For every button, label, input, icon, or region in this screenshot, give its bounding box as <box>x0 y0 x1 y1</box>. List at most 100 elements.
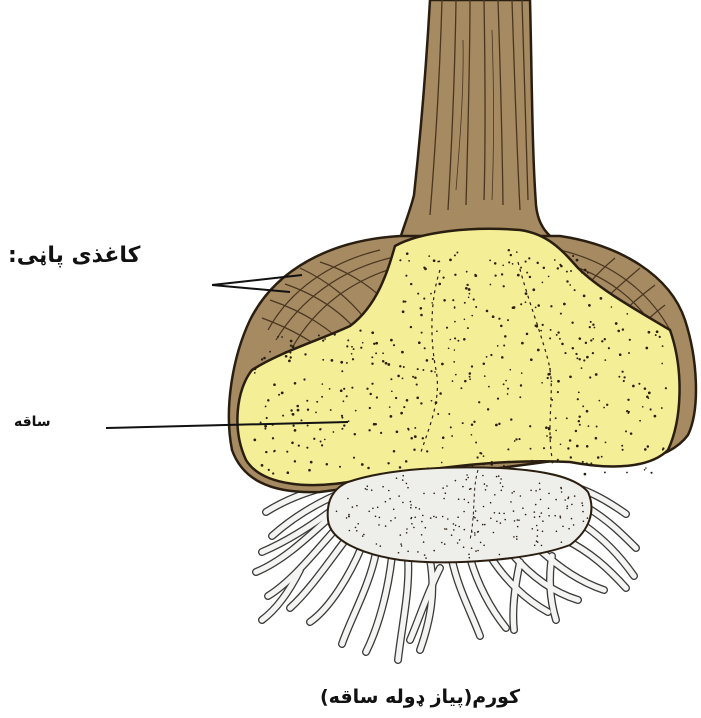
stem-dot <box>617 330 620 333</box>
base-dot <box>494 494 496 496</box>
base-dot <box>469 488 471 490</box>
stem-dot <box>454 307 456 309</box>
base-dot <box>554 515 556 517</box>
stem-dot <box>297 409 300 412</box>
base-dot <box>348 516 350 518</box>
base-dot <box>504 519 506 521</box>
stem-dot <box>341 428 343 430</box>
stem-dot <box>351 346 353 348</box>
stem-dot <box>403 406 405 408</box>
stem-dot <box>343 424 345 426</box>
stem-dot <box>502 264 504 266</box>
stem-dot <box>596 426 598 428</box>
base-dot <box>388 490 390 492</box>
stem-dot <box>662 447 664 449</box>
base-dot <box>455 480 457 482</box>
stem-dot <box>503 344 505 346</box>
stem-dot <box>390 339 393 342</box>
base-dot <box>499 554 501 556</box>
base-dot <box>482 475 484 477</box>
stem-dot <box>588 304 591 307</box>
stem-dot <box>439 392 442 395</box>
stem-dot <box>478 401 480 403</box>
base-dot <box>513 510 515 512</box>
base-dot <box>457 542 459 544</box>
stem-dot <box>584 269 587 272</box>
stem-dot <box>495 424 498 427</box>
base-dot <box>532 528 534 530</box>
base-dot <box>402 479 404 481</box>
stem-dot <box>433 259 436 262</box>
stem-dot <box>254 372 256 374</box>
base-dot <box>571 504 573 506</box>
stem-dot <box>566 271 568 273</box>
base-dot <box>376 543 378 545</box>
base-dot <box>490 502 492 504</box>
stem-dot <box>578 420 580 422</box>
base-dot <box>453 523 455 525</box>
stem-dot <box>555 417 557 419</box>
base-dot <box>534 516 536 518</box>
stem-dot <box>536 262 538 264</box>
base-dot <box>517 519 519 521</box>
base-dot <box>518 519 520 521</box>
base-dot <box>537 535 539 537</box>
base-dot <box>357 523 359 525</box>
stem-dot <box>603 407 605 409</box>
base-dot <box>462 486 464 488</box>
stem-dot <box>518 438 520 440</box>
stem-dot <box>399 365 401 367</box>
base-dot <box>463 546 465 548</box>
stem-dot <box>525 261 527 263</box>
stem-dot <box>267 399 269 401</box>
base-dot <box>480 542 482 544</box>
stem-dot <box>286 451 288 453</box>
stem-dot <box>548 427 550 429</box>
stem-dot <box>414 435 417 438</box>
base-dot <box>474 517 476 519</box>
stem-dot <box>273 451 275 453</box>
stem-dot <box>572 255 574 257</box>
base-dot <box>464 499 466 501</box>
stem-dot <box>466 284 468 286</box>
stem-dot <box>373 343 375 345</box>
stem-dot <box>632 385 635 388</box>
stem-dot <box>575 353 577 355</box>
stem-dot <box>428 255 430 257</box>
stem-dot <box>318 335 320 337</box>
base-dot <box>574 495 576 497</box>
stem-dot <box>644 448 647 451</box>
stem-dot <box>560 265 563 268</box>
base-dot <box>424 554 426 556</box>
stem-dot <box>546 435 548 437</box>
stem-dot <box>503 383 505 385</box>
stem-dot <box>571 322 573 324</box>
base-dot <box>469 557 471 559</box>
stem-dot <box>306 447 308 449</box>
stem-dot <box>300 419 302 421</box>
stem-dot <box>629 339 631 341</box>
stem-dot <box>410 283 412 285</box>
stem-dot <box>347 339 349 341</box>
base-dot <box>363 534 365 536</box>
label-stem: ساقه <box>14 414 51 430</box>
base-dot <box>366 489 368 491</box>
stem-dot <box>435 401 438 404</box>
base-dot <box>455 525 457 527</box>
stem-dot <box>626 313 628 315</box>
stem-dot <box>361 463 364 466</box>
stem-dot <box>320 441 322 443</box>
base-dot <box>567 505 569 507</box>
base-dot <box>516 538 518 540</box>
base-dot <box>348 514 350 516</box>
stem-dot <box>375 352 377 354</box>
stem-dot <box>537 349 540 352</box>
base-dot <box>407 487 409 489</box>
stem-dot <box>448 347 450 349</box>
stem-dot <box>291 442 294 445</box>
stem-dot <box>549 337 551 339</box>
stem-dot <box>500 325 503 328</box>
base-dot <box>478 531 480 533</box>
stem-dot <box>441 462 443 464</box>
base-dot <box>406 528 408 530</box>
